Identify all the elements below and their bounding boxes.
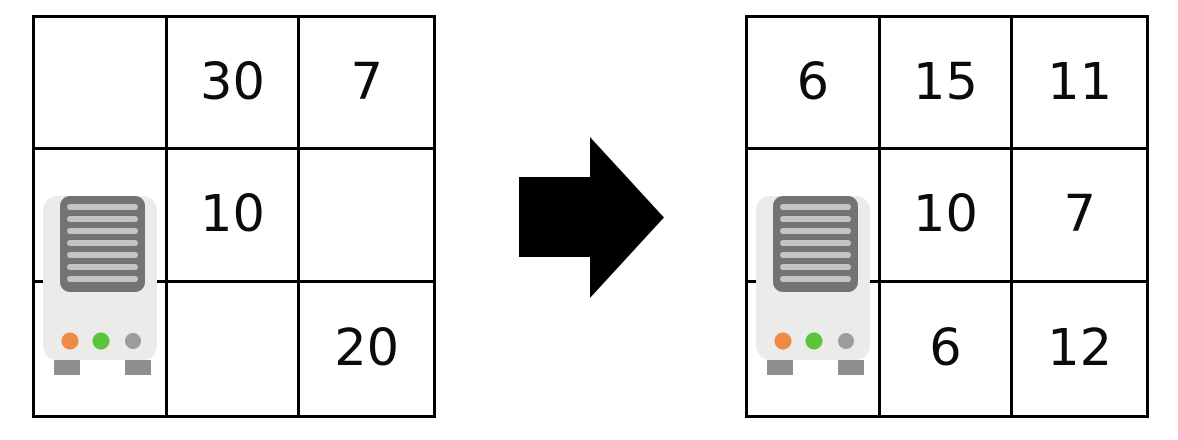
led-gray-icon <box>838 333 854 349</box>
after-cell-r1c2: 15 <box>880 18 1014 151</box>
before-cell-r2c2: 10 <box>167 150 301 283</box>
server-icon <box>756 196 870 375</box>
led-orange-icon <box>774 332 792 350</box>
right-arrow-shape <box>519 137 664 298</box>
led-green-icon <box>92 332 110 350</box>
before-cell-r2c3 <box>300 150 433 283</box>
before-cell-r3c2 <box>168 282 301 415</box>
after-grid: 6 15 11 10 7 6 12 <box>745 15 1149 418</box>
after-cell-r3c3: 12 <box>1047 319 1113 379</box>
before-cell-r1c2: 30 <box>167 18 301 151</box>
after-cell-r3c2: 6 <box>881 282 1014 415</box>
grill-stripes <box>67 204 138 282</box>
after-cell-r2c2: 10 <box>880 150 1014 283</box>
server-feet <box>54 360 151 375</box>
before-cell-r3c3: 20 <box>334 319 400 379</box>
server-icon <box>43 196 157 375</box>
after-cell-r1c3: 11 <box>1013 18 1146 151</box>
led-orange-icon <box>61 332 79 350</box>
before-cell-r3c1 <box>35 282 168 415</box>
grill-stripes <box>780 204 851 282</box>
led-gray-icon <box>125 333 141 349</box>
led-green-icon <box>805 332 823 350</box>
right-arrow-icon <box>519 137 664 298</box>
before-cell-r1c3: 7 <box>300 18 433 151</box>
before-cell-r1c1 <box>35 18 168 151</box>
before-grid: 30 7 10 20 <box>32 15 436 418</box>
after-cell-r2c3: 7 <box>1013 150 1146 283</box>
after-cell-r1c1: 6 <box>748 18 881 151</box>
after-cell-r3c1 <box>748 282 881 415</box>
server-feet <box>767 360 864 375</box>
